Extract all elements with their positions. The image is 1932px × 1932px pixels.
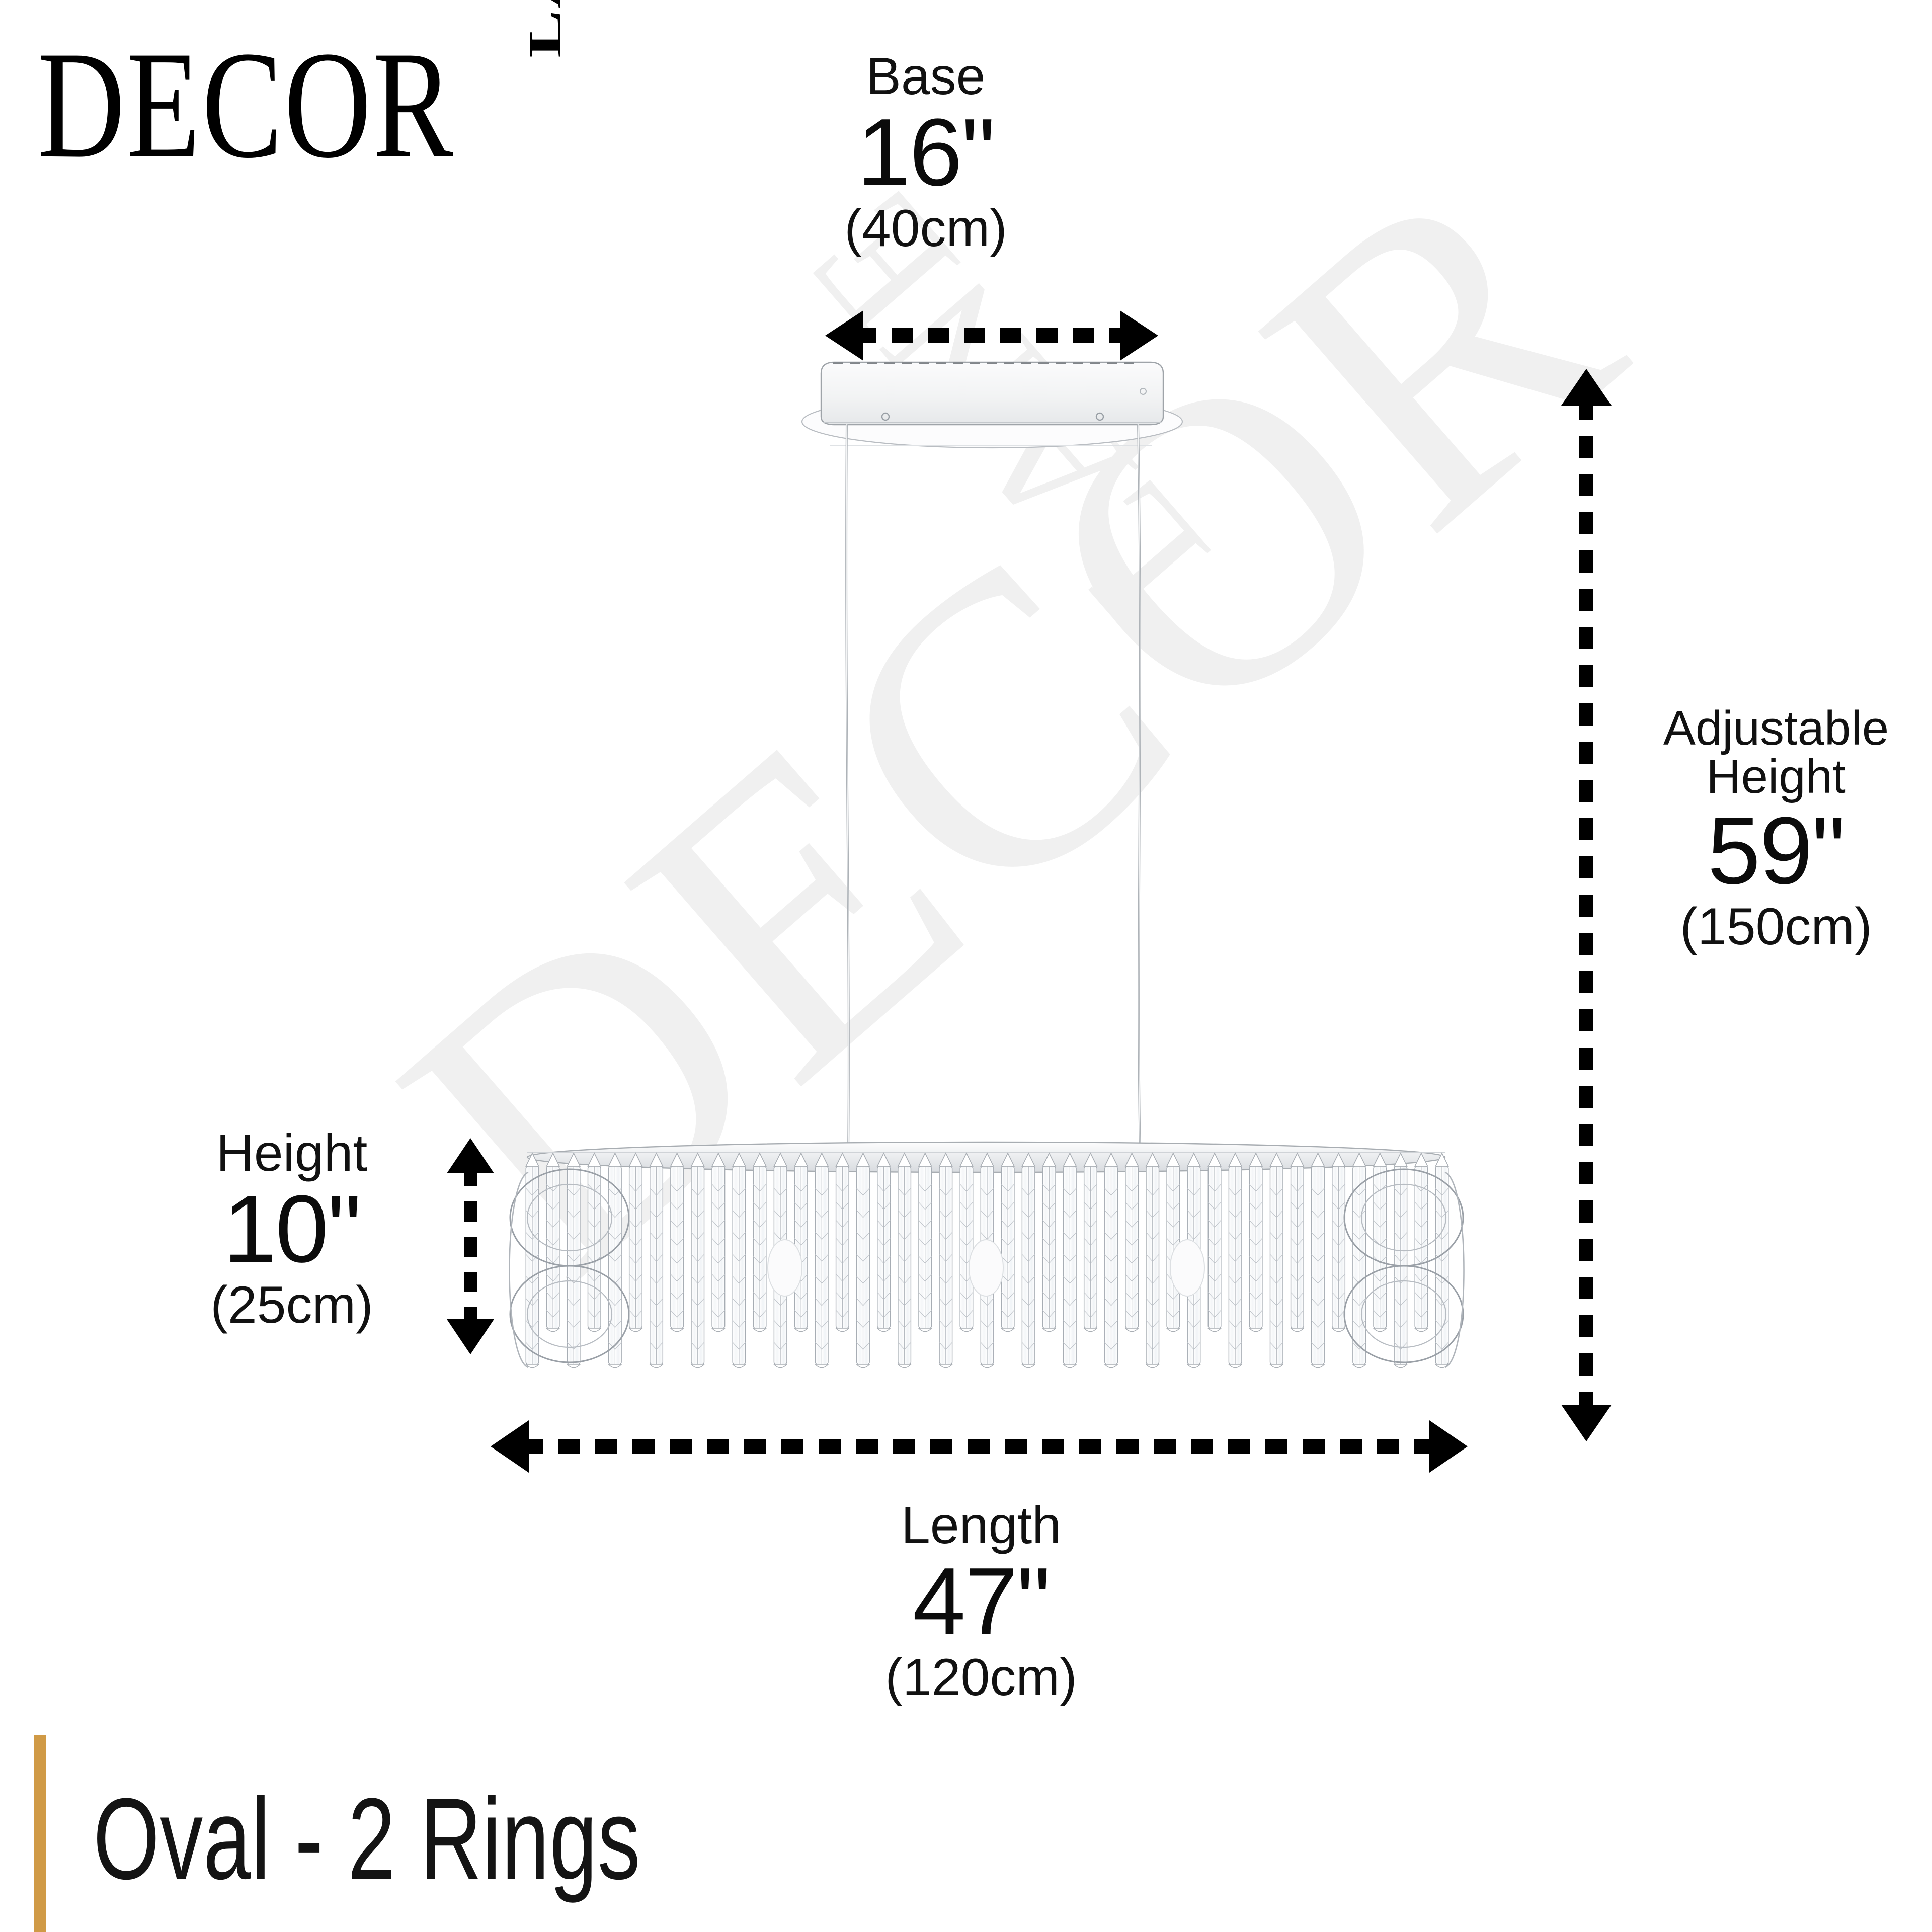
base-label-inches: 16" xyxy=(857,99,996,206)
length-label-inches: 47" xyxy=(912,1548,1051,1655)
ceiling-canopy xyxy=(801,361,1183,449)
crystal-bottom-scallops xyxy=(525,1328,1450,1369)
crystal-columns xyxy=(525,1166,1449,1365)
product-title: Oval - 2 Rings xyxy=(93,1774,641,1903)
base-label-name: Base xyxy=(866,47,986,106)
base-dimension-label: Base 16" (40cm) xyxy=(770,50,1082,255)
logo-lane-text: LANE xyxy=(518,0,572,58)
adjustable-height-label-metric: (150cm) xyxy=(1680,898,1872,956)
length-label-name: Length xyxy=(901,1496,1062,1555)
suspension-cables xyxy=(845,423,1141,1153)
shade-outline xyxy=(509,1171,1465,1369)
logo-decor-text: DECOR xyxy=(38,19,455,190)
accent-bar xyxy=(34,1735,46,1932)
watermark-main-text: DECOR xyxy=(323,151,1660,1360)
left-end-rings xyxy=(509,1168,630,1363)
height-label-inches: 10" xyxy=(223,1176,362,1282)
height-dimension-arrow xyxy=(447,1138,494,1354)
crystal-body xyxy=(509,1141,1465,1369)
adjustable-height-label-line2: Height xyxy=(1706,750,1846,803)
right-end-rings xyxy=(1343,1168,1464,1363)
lamp-bulbs xyxy=(767,1239,1205,1297)
crystal-top-scallops xyxy=(525,1152,1449,1167)
length-label-metric: (120cm) xyxy=(885,1648,1077,1707)
brand-watermark: DECOR LANE xyxy=(323,151,1660,1360)
brand-logo: DECOR LANE xyxy=(38,0,601,190)
adjustable-height-label-line1: Adjustable xyxy=(1663,701,1889,755)
base-dimension-arrow xyxy=(825,310,1158,361)
length-dimension-arrow xyxy=(491,1420,1468,1473)
length-dimension-label: Length 47" (120cm) xyxy=(825,1499,1137,1704)
frame-bar xyxy=(526,1141,1446,1173)
adjustable-height-dimension-arrow xyxy=(1561,369,1612,1441)
adjustable-height-label-inches: 59" xyxy=(1707,797,1846,904)
height-dimension-label: Height 10" (25cm) xyxy=(151,1127,433,1331)
base-label-metric: (40cm) xyxy=(844,199,1007,258)
height-label-name: Height xyxy=(216,1124,368,1182)
adjustable-height-dimension-label: Adjustable Height 59" (150cm) xyxy=(1625,704,1927,953)
height-label-metric: (25cm) xyxy=(210,1276,373,1334)
